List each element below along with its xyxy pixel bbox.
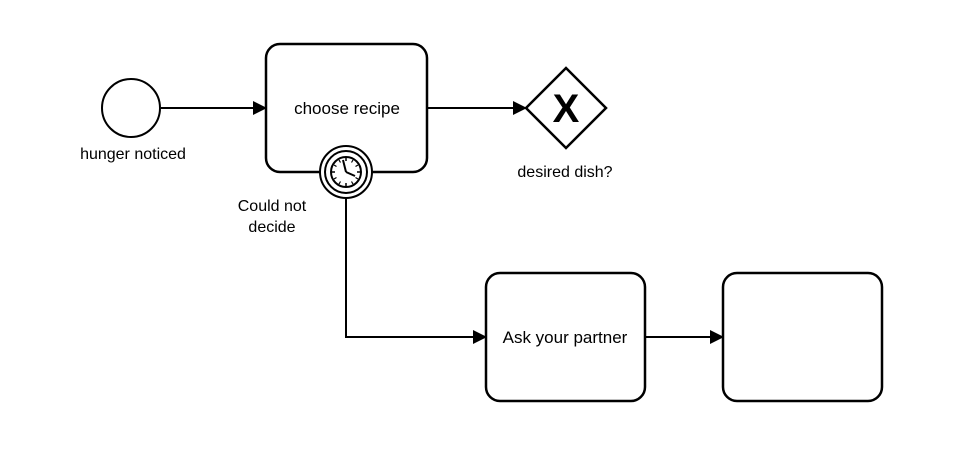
flow-timer-to-ask-partner[interactable] [345, 197, 487, 344]
timer-boundary-label-line2: decide [248, 219, 295, 236]
timer-boundary-event[interactable] [319, 145, 373, 199]
task-empty[interactable] [721, 271, 884, 403]
task-ask-partner-label: Ask your partner [503, 328, 628, 347]
gateway-label: desired dish? [517, 164, 612, 181]
gateway-x-icon: X [553, 87, 580, 131]
task-choose-recipe[interactable]: choose recipe [264, 42, 429, 174]
clock-icon [330, 156, 362, 188]
timer-boundary-label-line1: Could not [238, 198, 307, 215]
task-ask-partner[interactable]: Ask your partner [484, 271, 647, 403]
exclusive-gateway[interactable]: X [524, 66, 608, 150]
start-event[interactable] [101, 78, 161, 138]
start-event-label: hunger noticed [80, 146, 186, 163]
task-choose-recipe-label: choose recipe [294, 99, 400, 118]
